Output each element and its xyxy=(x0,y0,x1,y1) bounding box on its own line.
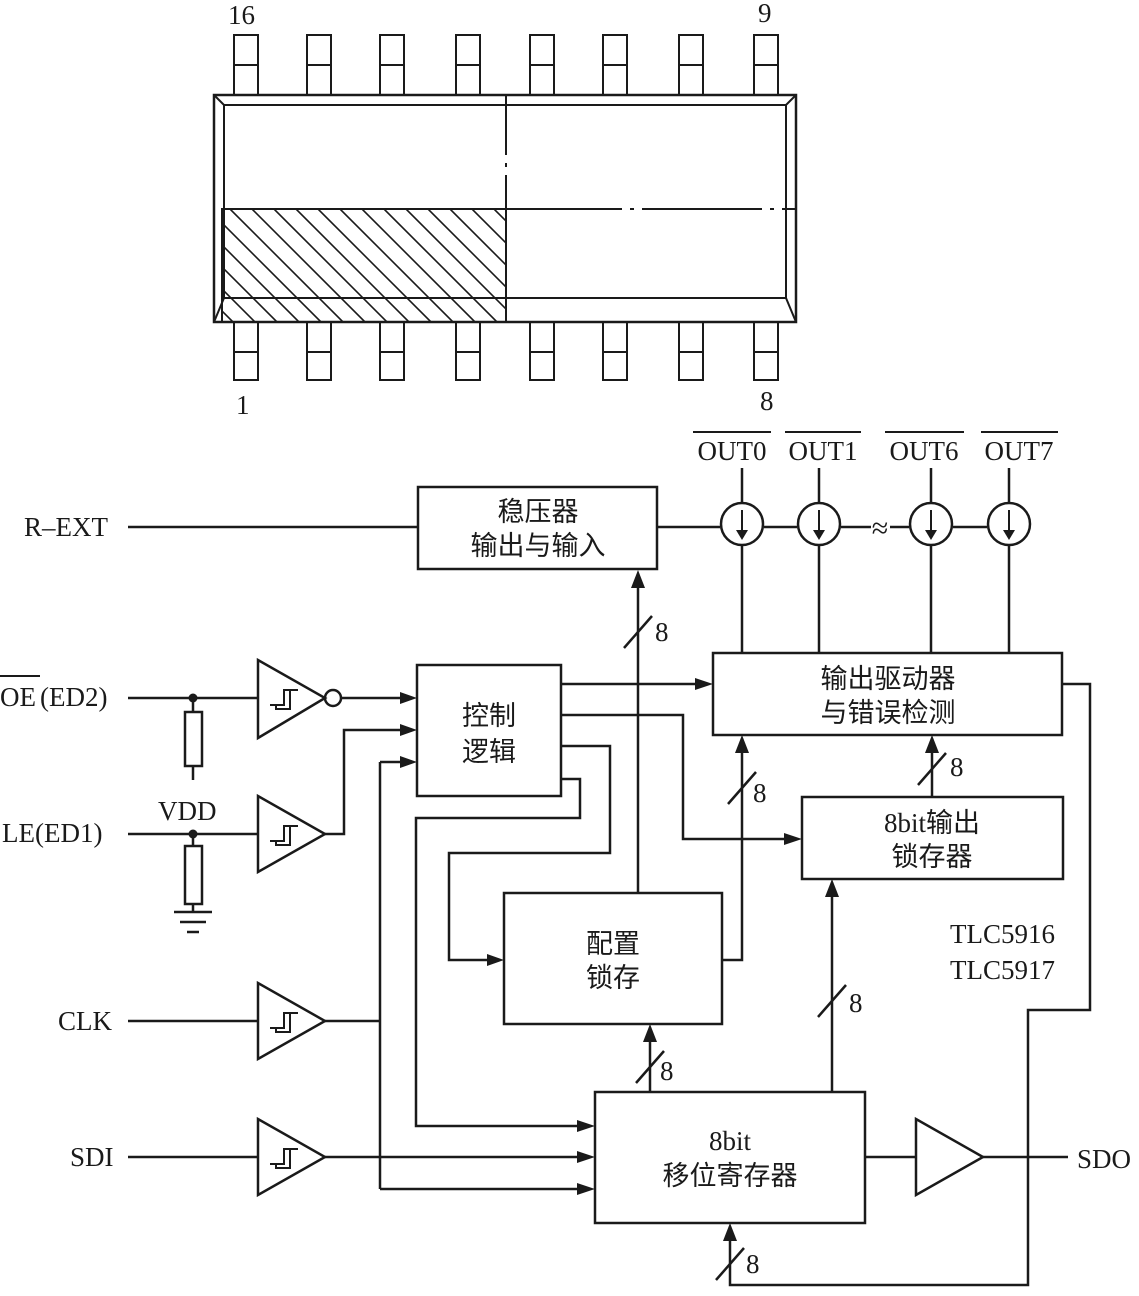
clk-label: CLK xyxy=(58,1006,113,1036)
pin xyxy=(753,321,779,381)
pulldown-resistor xyxy=(183,844,204,906)
svg-text:控制: 控制 xyxy=(462,701,516,731)
pin xyxy=(233,321,259,381)
out6-label: OUT6 xyxy=(885,431,964,466)
pin xyxy=(455,321,481,381)
pin xyxy=(529,321,555,381)
bus-width-label: 8 xyxy=(655,617,669,647)
pin xyxy=(306,34,332,96)
control-logic-block: 控制 逻辑 xyxy=(415,663,563,798)
arrowhead xyxy=(631,570,645,588)
pin-1-label: 1 xyxy=(236,390,250,420)
oe-schmitt-buffer xyxy=(256,657,328,741)
vdd-label: VDD xyxy=(158,796,217,826)
shift-register-block: 8bit 移位寄存器 xyxy=(593,1090,867,1225)
pin xyxy=(602,321,628,381)
pin xyxy=(233,34,259,96)
svg-text:逻辑: 逻辑 xyxy=(462,737,516,767)
svg-text:OE: OE xyxy=(0,682,36,712)
pin xyxy=(678,321,704,381)
current-sink-out0 xyxy=(719,501,765,547)
part-number: TLC5917 xyxy=(950,955,1055,985)
top-pin-row xyxy=(233,34,779,96)
pin xyxy=(678,34,704,96)
svg-text:稳压器: 稳压器 xyxy=(498,497,579,527)
ground-icon xyxy=(174,910,212,934)
bus-width-label: 8 xyxy=(849,988,863,1018)
svg-text:8bit输出: 8bit输出 xyxy=(884,808,980,838)
le-schmitt-buffer xyxy=(256,793,328,875)
output-driver-block: 输出驱动器 与错误检测 xyxy=(711,651,1064,737)
pin-9-label: 9 xyxy=(758,0,772,28)
sdi-label: SDI xyxy=(70,1142,114,1172)
pin xyxy=(306,321,332,381)
svg-text:OUT7: OUT7 xyxy=(985,436,1054,466)
config-latch-block: 配置 锁存 xyxy=(502,891,724,1026)
bus-width-label: 8 xyxy=(660,1056,674,1086)
pin xyxy=(753,34,779,96)
pin xyxy=(379,321,405,381)
svg-text:配置: 配置 xyxy=(586,929,640,959)
clk-schmitt-buffer xyxy=(256,980,328,1062)
pin xyxy=(455,34,481,96)
svg-text:锁存: 锁存 xyxy=(586,963,640,993)
part-number: TLC5916 xyxy=(950,919,1055,949)
rext-label: R–EXT xyxy=(24,512,109,542)
svg-text:输出与输入: 输出与输入 xyxy=(471,531,606,561)
current-sink-out1 xyxy=(796,501,842,547)
pin-16-label: 16 xyxy=(228,0,255,30)
current-sink-out6 xyxy=(908,501,954,547)
svg-text:OUT6: OUT6 xyxy=(890,436,959,466)
bus-width-label: 8 xyxy=(950,752,964,782)
svg-text:锁存器: 锁存器 xyxy=(892,842,973,872)
svg-text:输出驱动器: 输出驱动器 xyxy=(821,664,956,694)
svg-text:与错误检测: 与错误检测 xyxy=(821,698,956,728)
bus-width-label: 8 xyxy=(753,778,767,808)
pullup-resistor xyxy=(183,710,204,768)
pin xyxy=(529,34,555,96)
bottom-pin-row xyxy=(233,321,779,381)
ic-package-outline: 16 9 1 8 xyxy=(212,0,798,420)
svg-text:移位寄存器: 移位寄存器 xyxy=(663,1161,798,1191)
regulator-block: 稳压器 输出与输入 xyxy=(416,485,659,571)
current-sink-out7 xyxy=(986,501,1032,547)
svg-text:OUT1: OUT1 xyxy=(789,436,858,466)
pin-8-label: 8 xyxy=(760,386,774,416)
svg-text:(ED2): (ED2) xyxy=(40,682,107,712)
svg-text:8bit: 8bit xyxy=(709,1126,752,1156)
pin xyxy=(602,34,628,96)
out1-label: OUT1 xyxy=(785,431,861,466)
break-mark: ≈ xyxy=(872,512,888,545)
sdo-label: SDO xyxy=(1077,1144,1131,1174)
out7-label: OUT7 xyxy=(981,431,1058,466)
bus-width-label: 8 xyxy=(746,1249,760,1279)
out0-label: OUT0 xyxy=(693,431,771,466)
cross-section-hatch xyxy=(222,209,506,322)
sdi-schmitt-buffer xyxy=(256,1116,328,1198)
le-label: LE(ED1) xyxy=(2,818,102,848)
pin xyxy=(379,34,405,96)
oe-input: OE (ED2) xyxy=(0,675,107,712)
svg-text:OUT0: OUT0 xyxy=(698,436,767,466)
output-latch-block: 8bit输出 锁存器 xyxy=(800,795,1065,881)
sdo-output-buffer xyxy=(914,1116,986,1198)
